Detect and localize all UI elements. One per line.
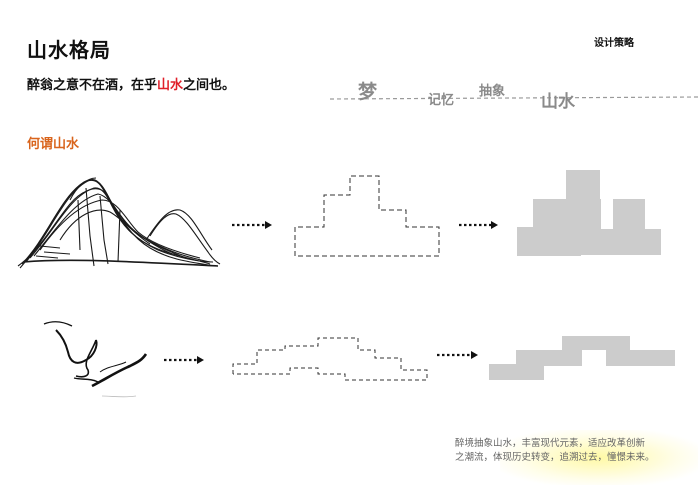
- keyword-landscape: 山水: [541, 92, 575, 112]
- mountain-sketch: [17, 177, 221, 269]
- note-line-2: 之潮流，体现历史转变，追溯过去，憧憬未来。: [455, 452, 655, 463]
- subtitle-highlight: 山水: [157, 78, 184, 93]
- mountain-blocks: [517, 170, 661, 256]
- water-sketch: [43, 321, 148, 398]
- note-line-1: 醉境抽象山水，丰富现代元素，适应改革创新: [455, 438, 646, 449]
- keyword-abstract: 抽象: [479, 84, 506, 99]
- keyword-dream: 梦: [358, 81, 378, 103]
- mountain-outline-dashed: [294, 175, 440, 257]
- arrow-3: [164, 356, 204, 364]
- section-tag: 设计策略: [594, 38, 634, 49]
- keyword-memory: 记忆: [428, 93, 455, 108]
- subtitle-pre: 醉翁之意不在酒，在乎: [27, 78, 158, 93]
- keyword-timeline: [329, 96, 698, 100]
- arrow-1: [232, 221, 272, 229]
- arrow-2: [459, 221, 498, 229]
- description-note: 醉境抽象山水，丰富现代元素，适应改革创新 之潮流，体现历史转变，追溯过去，憧憬未…: [455, 437, 685, 465]
- subtitle-post: 之间也。: [183, 78, 236, 93]
- water-outline-dashed: [232, 337, 428, 381]
- section-title: 何谓山水: [27, 137, 80, 152]
- note-highlight: [500, 430, 698, 485]
- water-blocks: [489, 336, 675, 380]
- page-title: 山水格局: [27, 38, 111, 62]
- arrow-4: [437, 351, 478, 359]
- subtitle: 醉翁之意不在酒，在乎山水之间也。: [27, 74, 235, 93]
